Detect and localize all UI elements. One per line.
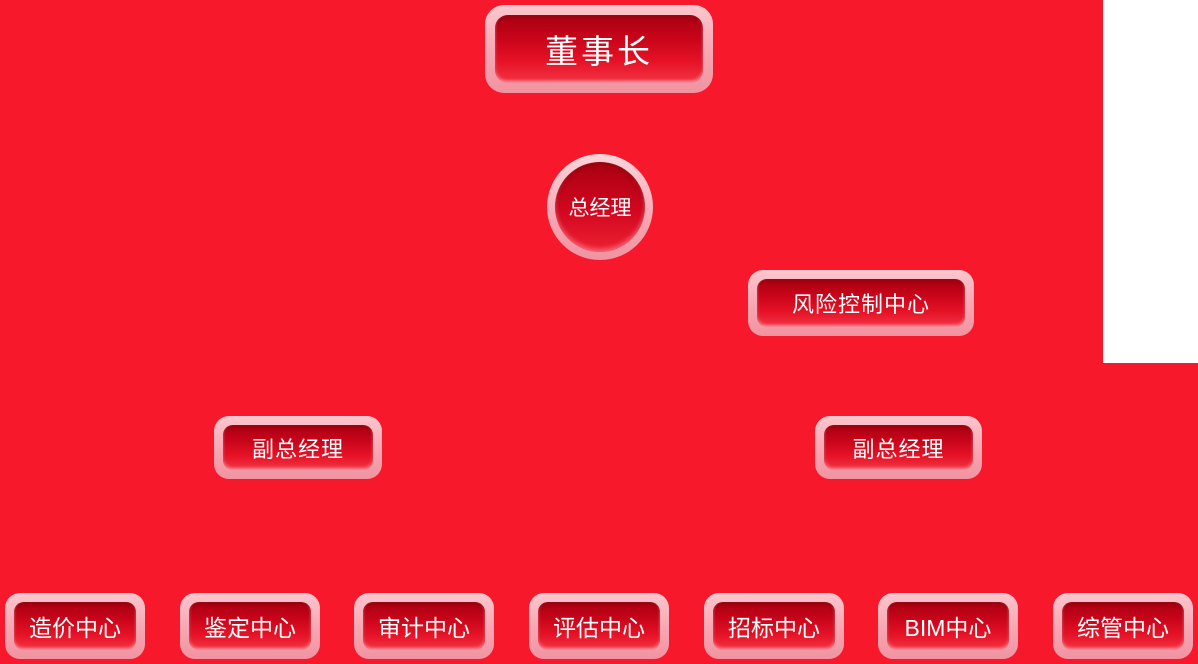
chairman-button[interactable]: 董事长 xyxy=(495,15,703,83)
node-dept-evaluation-center[interactable]: 评估中心 xyxy=(529,593,669,659)
deputy-gm-right-button[interactable]: 副总经理 xyxy=(824,425,973,470)
dept-appraisal-center-button[interactable]: 鉴定中心 xyxy=(189,602,311,650)
dept-bim-center-button[interactable]: BIM中心 xyxy=(887,602,1009,650)
deputy-gm-left-button[interactable]: 副总经理 xyxy=(223,425,373,470)
node-general-manager[interactable]: 总经理 xyxy=(547,154,653,260)
node-dept-bidding-center[interactable]: 招标中心 xyxy=(704,593,844,659)
dept-cost-center-button[interactable]: 造价中心 xyxy=(14,602,136,650)
node-deputy-gm-left[interactable]: 副总经理 xyxy=(214,416,382,479)
node-dept-bim-center[interactable]: BIM中心 xyxy=(878,593,1018,659)
node-dept-audit-center[interactable]: 审计中心 xyxy=(354,593,494,659)
node-deputy-gm-right[interactable]: 副总经理 xyxy=(815,416,982,479)
dept-general-management-center-button[interactable]: 综管中心 xyxy=(1062,602,1184,650)
node-chairman[interactable]: 董事长 xyxy=(485,5,713,93)
dept-bidding-center-button[interactable]: 招标中心 xyxy=(713,602,835,650)
dept-evaluation-center-button[interactable]: 评估中心 xyxy=(538,602,660,650)
node-dept-general-management-center[interactable]: 综管中心 xyxy=(1053,593,1193,659)
dept-audit-center-button[interactable]: 审计中心 xyxy=(363,602,485,650)
node-dept-cost-center[interactable]: 造价中心 xyxy=(5,593,145,659)
general-manager-button[interactable]: 总经理 xyxy=(555,162,645,252)
node-dept-appraisal-center[interactable]: 鉴定中心 xyxy=(180,593,320,659)
white-side-panel xyxy=(1103,0,1198,363)
node-risk-control-center[interactable]: 风险控制中心 xyxy=(748,270,974,336)
risk-control-center-button[interactable]: 风险控制中心 xyxy=(757,279,965,327)
